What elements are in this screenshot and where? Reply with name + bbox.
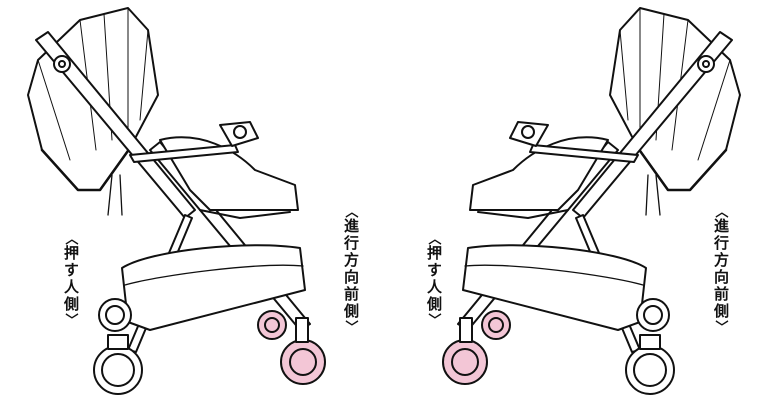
push-side-label-left: 〈 押す人側 〉 [62,231,80,327]
travel-side-text: 進行方向前側 [342,218,360,320]
travel-side-label-left: 〈 進行方向前側 〉 [342,204,360,334]
push-side-text: 押す人側 [425,245,443,313]
push-side-label-right: 〈 押す人側 〉 [425,231,443,327]
stroller-left-view [26,6,327,396]
travel-side-label-right: 〈 進行方向前側 〉 [712,204,730,334]
push-side-text: 押す人側 [62,245,80,313]
travel-side-text: 進行方向前側 [712,218,730,320]
stroller-right-view [441,6,742,396]
